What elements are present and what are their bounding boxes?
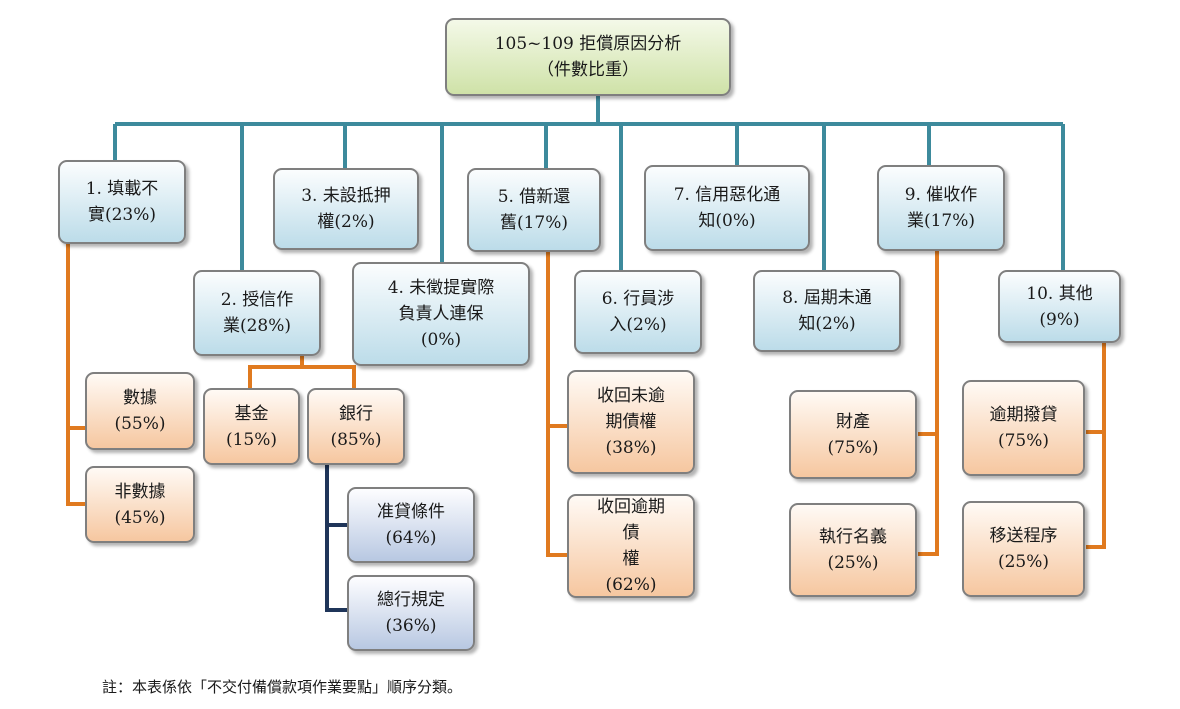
sub-c9-a: 財產 (75%) (789, 390, 917, 479)
category-10-label: 10. 其他 (1026, 283, 1093, 304)
category-2-label: 2. 授信作 (220, 290, 294, 310)
category-5: 5. 借新還 舊(17%) (467, 168, 601, 252)
category-7-label: 7. 信用惡化通 (673, 185, 781, 205)
sub-c9-b-label: 執行名義 (819, 527, 887, 547)
category-9-share: 業(17%) (906, 211, 976, 231)
category-4-label: 4. 未徵提實際 (387, 278, 495, 298)
category-6-label: 6. 行員涉 (601, 289, 675, 309)
c9-connector (918, 251, 939, 556)
sub-c9-a-label: 財產 (836, 411, 870, 432)
category-8-share: 知(2%) (798, 314, 856, 334)
sub-c5-a-label: 收回未逾 (597, 386, 665, 406)
sub-bank-a: 准貸條件 (64%) (347, 487, 475, 563)
category-8: 8. 屆期未通 知(2%) (753, 270, 901, 352)
sub-c10-a-share: (75%) (997, 431, 1050, 451)
sub-c5-b-label-2a: 債 (622, 523, 640, 543)
category-10: 10. 其他 (9%) (998, 270, 1121, 343)
sub-bank-a-share: (64%) (385, 528, 437, 548)
sub-c10-a-label: 逾期撥貸 (989, 405, 1058, 425)
sub-c1-a: 數據 (55%) (85, 372, 195, 450)
sub-c9-b-share: (25%) (827, 553, 879, 573)
category-5-share: 舊(17%) (499, 213, 569, 233)
sub-c10-b-label: 移送程序 (989, 526, 1058, 546)
sub-bank-b: 總行規定 (36%) (347, 575, 475, 651)
sub-c2-fund-share: (15%) (225, 429, 278, 450)
sub-c5-b-label: 收回逾期 (597, 497, 665, 517)
c2-connector (248, 356, 304, 388)
root-node: 105~109 拒償原因分析 （件數比重） (445, 18, 731, 96)
sub-c5-a-share: (38%) (605, 438, 657, 458)
category-5-label: 5. 借新還 (497, 187, 571, 207)
sub-c2-bank: 銀行 (85%) (307, 388, 405, 465)
sub-c9-b: 執行名義 (25%) (789, 503, 917, 597)
sub-bank-a-label: 准貸條件 (377, 502, 445, 522)
sub-c5-b-label-2: 債 權 (583, 520, 679, 572)
sub-c1-b: 非數據 (45%) (85, 466, 195, 543)
c1-connector (66, 243, 85, 506)
category-9-label: 9. 催收作 (904, 185, 978, 205)
sub-c2-bank-share: (85%) (330, 429, 382, 450)
sub-bank-b-share: (36%) (385, 616, 437, 636)
bank-connector (325, 463, 347, 612)
category-3-label: 3. 未設抵押 (301, 186, 391, 206)
category-2: 2. 授信作 業(28%) (193, 270, 321, 356)
category-9: 9. 催收作 業(17%) (877, 165, 1005, 251)
category-1: 1. 填載不 實(23%) (58, 160, 186, 244)
sub-c5-a-label-2: 期債權 (605, 412, 657, 432)
sub-c5-b-label-2b: 權 (622, 549, 640, 569)
sub-c1-b-share: (45%) (114, 507, 166, 528)
footnote: 註：本表係依「不交付備償款項作業要點」順序分類。 (102, 678, 463, 696)
category-1-label: 1. 填載不 (85, 179, 159, 199)
root-title: 105~109 拒償原因分析 (494, 34, 682, 54)
sub-c10-b: 移送程序 (25%) (962, 501, 1085, 597)
sub-bank-b-label: 總行規定 (377, 590, 445, 610)
sub-c2-fund: 基金 (15%) (203, 388, 300, 465)
category-4: 4. 未徵提實際 負責人連保 (0%) (352, 262, 530, 366)
sub-c5-b-share: (62%) (605, 575, 657, 595)
category-1-share: 實(23%) (87, 205, 157, 225)
category-6: 6. 行員涉 入(2%) (574, 270, 702, 354)
sub-c5-a: 收回未逾 期債權 (38%) (567, 370, 695, 474)
sub-c10-b-share: (25%) (997, 552, 1050, 572)
sub-c1-a-share: (55%) (114, 414, 166, 434)
category-3-share: 權(2%) (317, 212, 375, 232)
category-8-label: 8. 屆期未通 (782, 288, 872, 308)
category-7-share: 知(0%) (698, 211, 756, 231)
c2-branch-b (302, 365, 356, 388)
sub-c5-b: 收回逾期 債 權 (62%) (567, 494, 695, 598)
sub-c2-bank-label: 銀行 (339, 403, 373, 424)
sub-c9-a-share: (75%) (827, 437, 879, 458)
sub-c2-fund-label: 基金 (234, 403, 269, 424)
sub-c1-b-label: 非數據 (114, 481, 166, 502)
category-7: 7. 信用惡化通 知(0%) (644, 165, 810, 251)
category-3: 3. 未設抵押 權(2%) (273, 168, 419, 250)
root-subtitle: （件數比重） (537, 60, 639, 80)
category-6-share: 入(2%) (609, 315, 667, 335)
category-2-share: 業(28%) (222, 316, 292, 336)
sub-c1-a-label: 數據 (123, 388, 157, 408)
sub-c10-a: 逾期撥貸 (75%) (962, 380, 1085, 476)
category-4-label-2: 負責人連保 (398, 304, 484, 324)
c10-connector (1086, 343, 1106, 549)
category-10-share: (9%) (1039, 309, 1080, 330)
c5-connector (546, 251, 567, 557)
category-4-share: (0%) (420, 330, 462, 350)
